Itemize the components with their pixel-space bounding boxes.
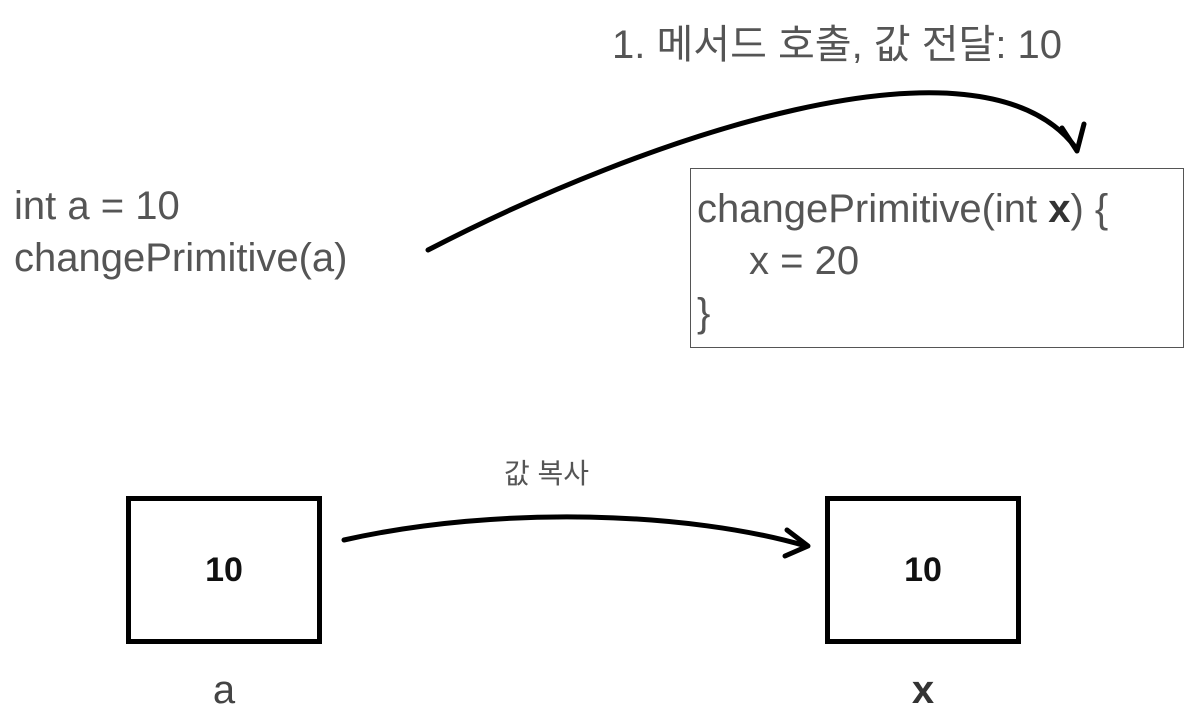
method-body-line: x = 20	[749, 239, 860, 283]
variable-a-box: 10	[126, 496, 322, 644]
method-definition-box: changePrimitive(int x) { x = 20 }	[690, 168, 1184, 348]
caller-code: int a = 10 changePrimitive(a)	[14, 180, 347, 284]
variable-x-value: 10	[904, 550, 942, 589]
copy-label: 값 복사	[504, 458, 590, 489]
method-param-name: x	[1048, 187, 1071, 231]
method-signature-suffix: ) {	[1070, 187, 1109, 231]
call-arrow-line	[425, 90, 1079, 253]
variable-a-value: 10	[205, 550, 243, 589]
variable-x-box: 10	[825, 496, 1021, 644]
method-signature: changePrimitive(int x) {	[697, 183, 1183, 235]
variable-a-label: a	[212, 668, 236, 712]
caller-line-declare: int a = 10	[14, 184, 180, 228]
method-signature-prefix: changePrimitive(int	[697, 187, 1049, 231]
copy-arrow-line	[341, 514, 809, 549]
method-close-brace: }	[697, 291, 711, 335]
call-arrow-head	[1059, 121, 1087, 154]
caller-line-call: changePrimitive(a)	[14, 236, 348, 280]
step-label: 1. 메서드 호출, 값 전달: 10	[612, 23, 1063, 67]
variable-x-label: x	[911, 668, 935, 712]
copy-arrow-head	[782, 527, 811, 559]
